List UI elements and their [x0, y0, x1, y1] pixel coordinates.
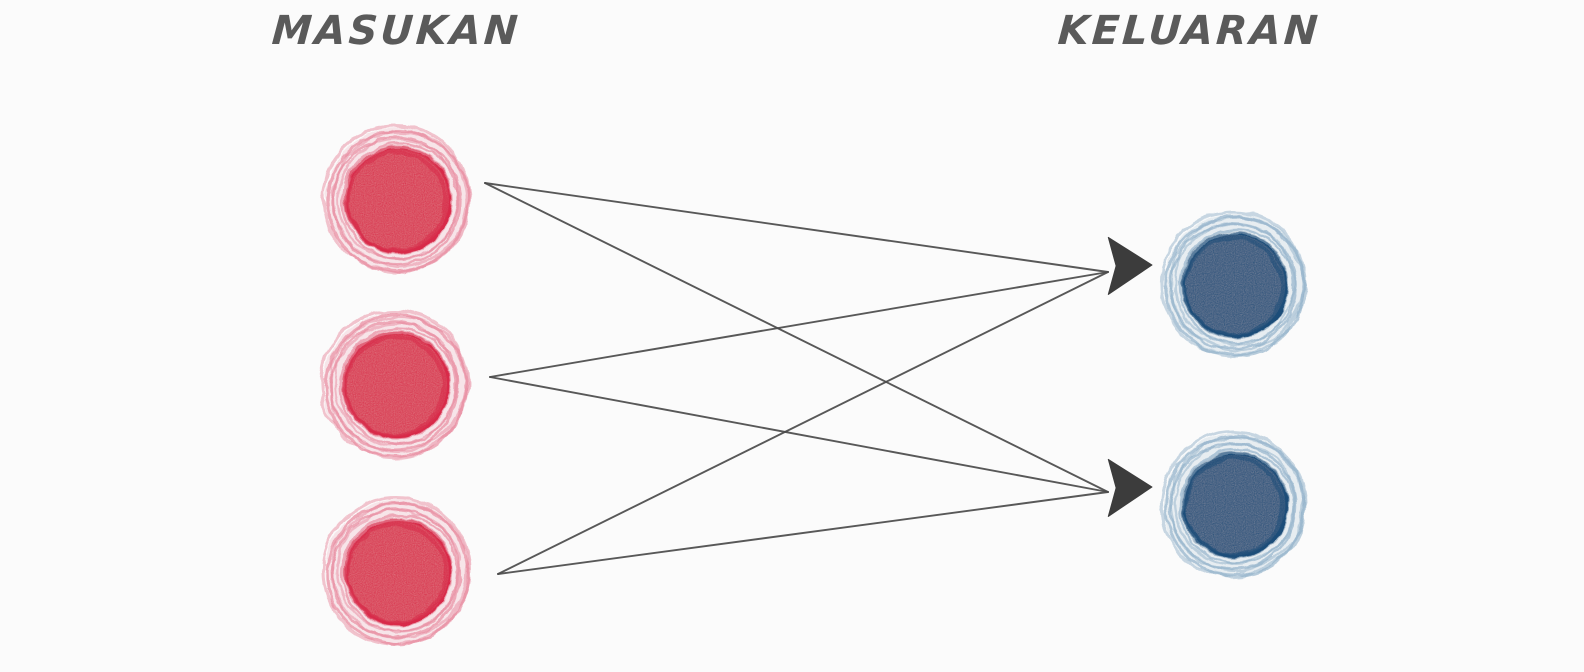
connection-line: [489, 376, 1109, 493]
arrowhead-icon: [1107, 236, 1153, 295]
connection-line: [484, 182, 1109, 493]
connection-line: [489, 271, 1109, 378]
network-node[interactable]: [1159, 429, 1308, 578]
connection-line: [497, 271, 1109, 575]
output-node-group: [1159, 209, 1308, 578]
connection-line: [484, 182, 1109, 273]
arrowhead-icon: [1107, 458, 1153, 517]
arrowhead-group: [1107, 236, 1153, 517]
network-node[interactable]: [321, 123, 472, 274]
edge-group: [484, 182, 1109, 575]
network-node[interactable]: [319, 308, 470, 459]
input-node-group: [319, 123, 472, 646]
network-node[interactable]: [1159, 209, 1308, 358]
connection-line: [497, 491, 1109, 575]
network-node[interactable]: [321, 495, 472, 646]
